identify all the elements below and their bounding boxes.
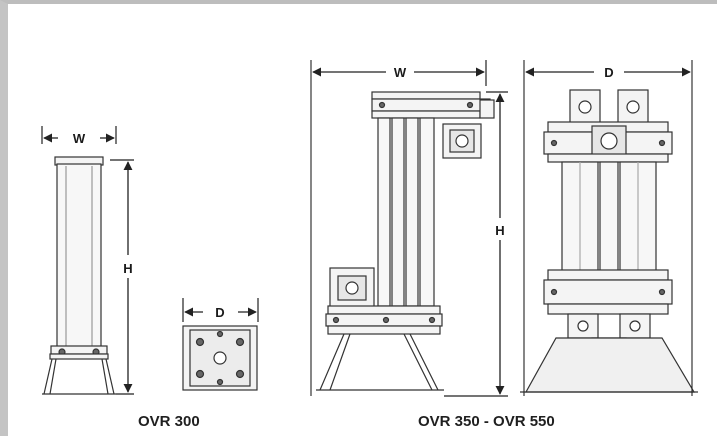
ovr350-depth-dimension: D (523, 60, 693, 396)
ovr350-width-dimension: W (310, 60, 487, 396)
caption-ovr300: OVR 300 (138, 413, 200, 430)
ovr300-depth-dimension: D (182, 298, 259, 322)
ovr350-height-label: H (495, 223, 504, 238)
ovr350-depth-label: D (604, 65, 613, 80)
ovr350-front-view (520, 89, 698, 393)
ovr300-base-plan (182, 325, 258, 391)
ovr300-depth-label: D (215, 305, 224, 320)
ovr300-height-dimension: H (110, 159, 134, 395)
ovr350-side-view (316, 91, 495, 391)
ovr350-width-label: W (394, 65, 407, 80)
ovr350-height-dimension: H (444, 91, 508, 397)
ovr300-height-label: H (123, 261, 132, 276)
ovr300-width-dimension: W (41, 126, 117, 146)
caption-ovr350-ovr550: OVR 350 - OVR 550 (418, 413, 555, 430)
ovr300-front-view (42, 156, 116, 395)
ovr300-width-label: W (73, 131, 86, 146)
